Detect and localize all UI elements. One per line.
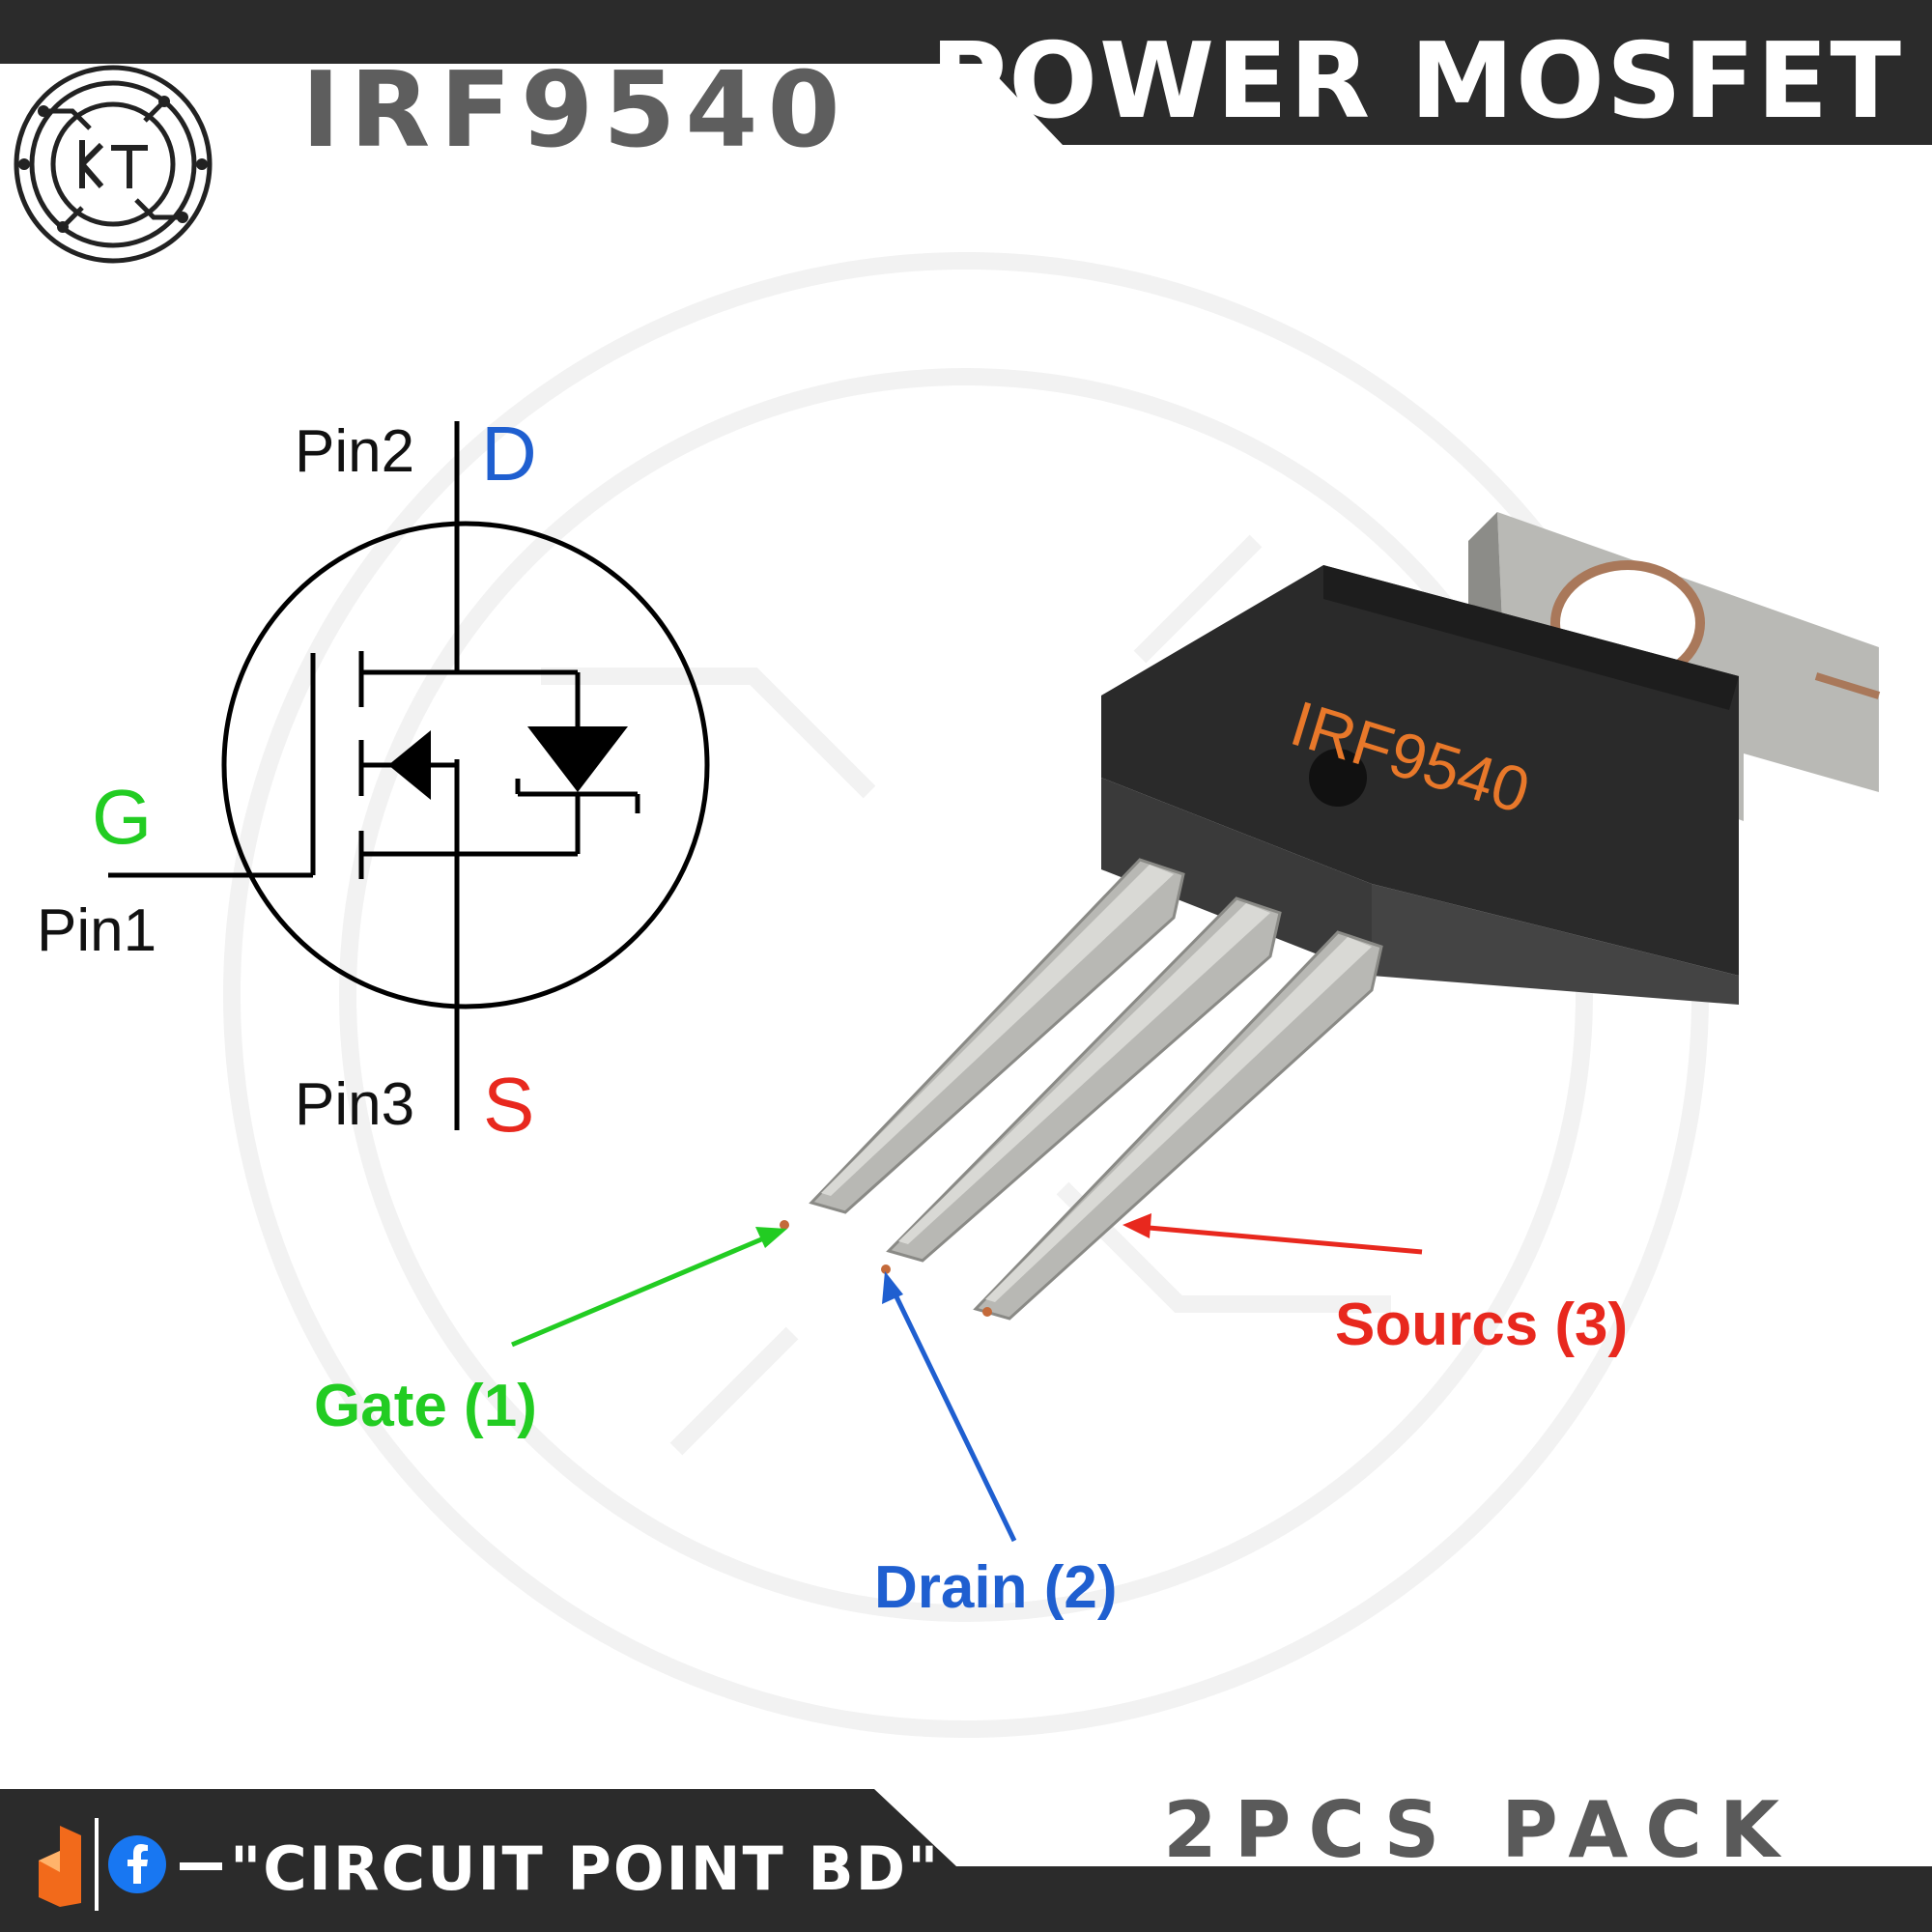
facebook-icon [108,1835,166,1893]
pin2-label: Pin2 [295,418,415,485]
pin3-label: Pin3 [295,1071,415,1138]
gate-letter: G [92,774,153,860]
source-callout: Sourcs (3) [1335,1292,1629,1358]
kt-circuit-logo-icon [14,65,213,264]
mosfet-schematic-symbol [108,421,710,1130]
bottom-banner [0,1789,1932,1932]
pin1-label: Pin1 [37,897,157,964]
part-number: IRF9540 [301,50,850,171]
footer-divider [95,1818,99,1911]
gate-callout: Gate (1) [314,1373,537,1439]
source-letter: S [483,1062,535,1148]
footer-dash [180,1862,222,1870]
banner-title: POWER MOSFET [930,21,1903,142]
top-banner [0,0,1932,145]
pack-size: 2PCS PACK [1163,1785,1797,1875]
daraz-icon [39,1826,81,1907]
drain-letter: D [481,411,537,497]
shop-name: "CIRCUIT POINT BD" [230,1833,941,1904]
drain-callout: Drain (2) [874,1554,1118,1621]
